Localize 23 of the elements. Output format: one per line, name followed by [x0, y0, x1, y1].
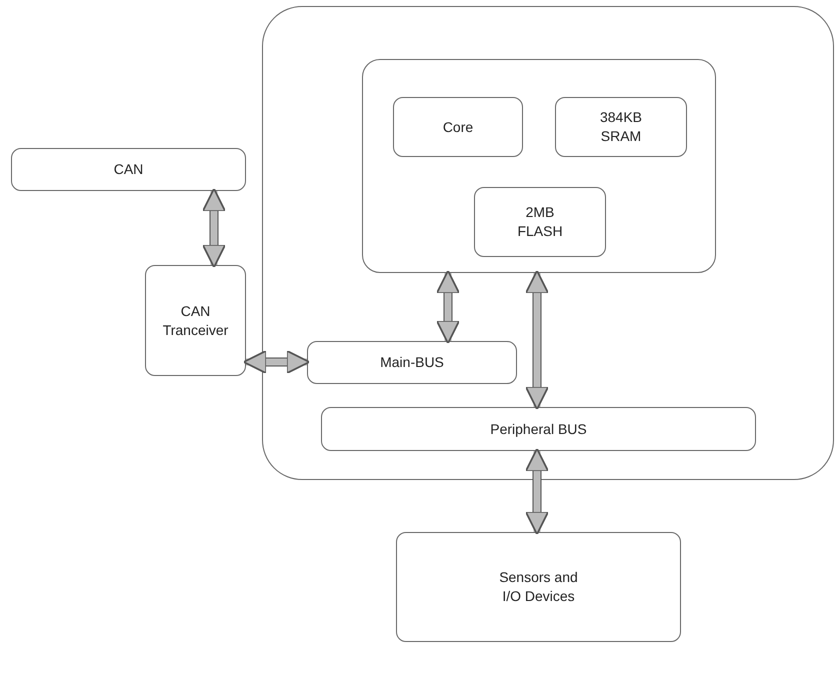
process-box	[396, 532, 681, 642]
double-arrow	[436, 270, 460, 344]
process-box	[145, 265, 246, 376]
double-arrow	[242, 350, 310, 374]
node-label: Peripheral BUS	[489, 420, 588, 438]
node-label: 2MB FLASH	[516, 203, 564, 241]
processor-outline	[262, 6, 834, 480]
double-arrow	[524, 270, 550, 410]
process-box	[474, 187, 606, 257]
node-label: Core	[442, 118, 474, 136]
process-box	[393, 97, 523, 157]
process-box	[555, 97, 687, 157]
bus-box	[307, 341, 517, 384]
node-label: 384KB SRAM	[598, 108, 644, 146]
bus-box	[321, 407, 756, 451]
node-label: Sensors and I/O Devices	[498, 568, 579, 606]
double-arrow	[202, 188, 226, 268]
core-block	[362, 59, 716, 273]
process-box	[11, 148, 246, 191]
node-label: CAN	[112, 160, 144, 179]
double-arrow	[524, 448, 550, 536]
node-label: CAN Tranceiver	[162, 302, 230, 340]
node-label: Main-BUS	[379, 353, 445, 372]
